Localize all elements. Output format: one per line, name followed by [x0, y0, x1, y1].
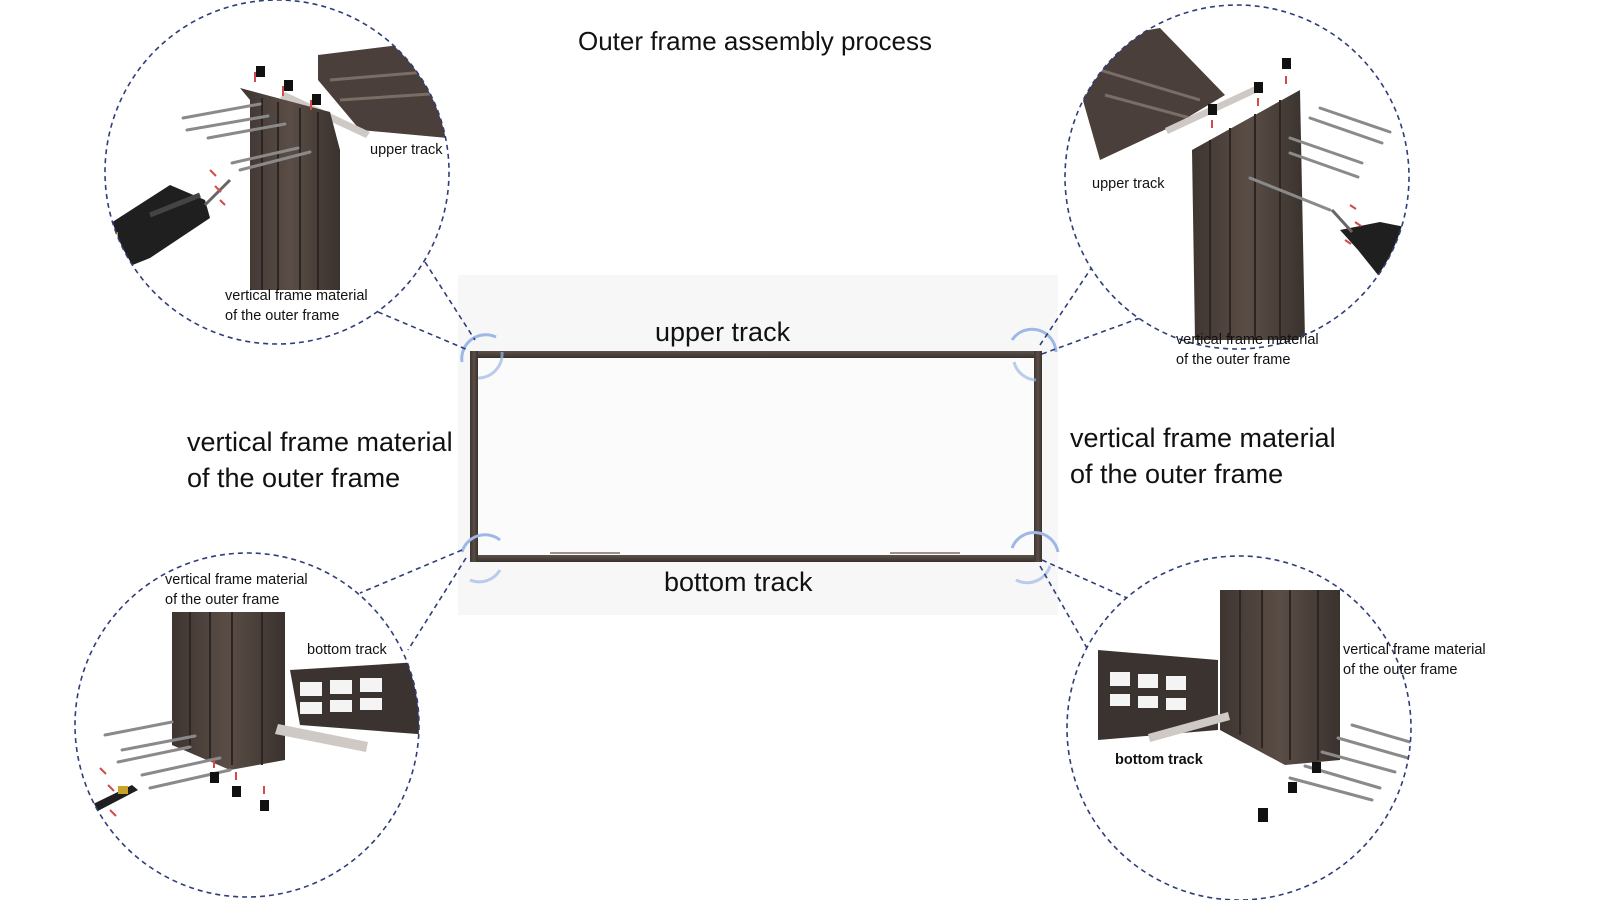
right-vertical-frame — [1034, 351, 1042, 562]
bl-bottom-track-label: bottom track — [307, 642, 387, 658]
tl-upper-track-label: upper track — [370, 142, 443, 158]
center-right-frame-label-line1: vertical frame material — [1070, 423, 1336, 453]
upper-track-bar — [470, 351, 1042, 358]
detail-top-right — [1064, 4, 1410, 350]
vertical-frame-profile — [1220, 590, 1340, 765]
tr-frame-label-line2: of the outer frame — [1176, 352, 1291, 368]
corner-marker-bottom-right — [1010, 531, 1060, 553]
screw-icon — [1248, 106, 1392, 212]
bottom-track-bar — [470, 555, 1042, 562]
center-left-frame-label-line2: of the outer frame — [187, 463, 401, 493]
center-upper-track-label: upper track — [655, 317, 791, 347]
detail-top-left — [104, 0, 450, 345]
center-bottom-track-label: bottom track — [664, 567, 813, 597]
red-arrows — [1211, 76, 1362, 245]
strip-seal-icon — [1148, 712, 1230, 742]
br-bottom-track-label: bottom track — [1115, 752, 1203, 768]
strip-seal-icon — [275, 724, 368, 752]
corner-markers — [460, 327, 1060, 585]
br-frame-label-line2: of the outer frame — [1343, 662, 1458, 678]
screw-icon — [103, 720, 232, 790]
br-frame-label: vertical frame material of the outer fra… — [1343, 640, 1486, 680]
bl-frame-label-line2: of the outer frame — [165, 592, 280, 608]
corner-cap-icon — [210, 772, 219, 783]
tl-frame-label-line2: of the outer frame — [225, 308, 340, 324]
detail-bottom-left — [74, 552, 420, 898]
corner-cap-icon — [1312, 762, 1321, 773]
br-frame-label-line1: vertical frame material — [1343, 642, 1486, 658]
diagram-title: Outer frame assembly process — [578, 26, 933, 56]
detail-bottom-right — [1066, 555, 1428, 900]
vertical-frame-profile — [172, 612, 285, 770]
bl-frame-label-line1: vertical frame material — [165, 572, 308, 588]
vertical-frame-profile — [240, 88, 340, 290]
corner-marker-top-left — [460, 333, 497, 363]
left-vertical-frame — [470, 351, 478, 562]
tr-upper-track-label: upper track — [1092, 176, 1165, 192]
corner-cap-icon — [1282, 58, 1291, 69]
tr-frame-label-line1: vertical frame material — [1176, 332, 1319, 348]
tl-frame-label: vertical frame material of the outer fra… — [225, 286, 368, 326]
tl-frame-label-line1: vertical frame material — [225, 288, 368, 304]
red-arrows — [1415, 780, 1428, 801]
bl-frame-label: vertical frame material of the outer fra… — [165, 570, 308, 610]
center-right-frame-label: vertical frame material of the outer fra… — [1070, 420, 1336, 492]
center-left-frame-label-line1: vertical frame material — [187, 427, 453, 457]
red-arrows — [99, 760, 265, 817]
tr-frame-label: vertical frame material of the outer fra… — [1176, 330, 1319, 370]
leader-lines — [359, 254, 1146, 663]
red-arrows — [209, 72, 312, 206]
track-chambers — [1110, 672, 1186, 710]
drill-icon — [85, 785, 138, 814]
corner-cap-icon — [256, 66, 265, 77]
center-left-frame-label: vertical frame material of the outer fra… — [187, 424, 453, 496]
drill-icon — [1396, 798, 1411, 816]
screw-icon — [181, 102, 312, 172]
vertical-frame-profile — [1192, 90, 1305, 340]
outer-frame — [470, 351, 1042, 562]
corner-marker-top-right — [1010, 327, 1058, 353]
corner-marker-bottom-left — [460, 533, 501, 553]
center-right-frame-label-line2: of the outer frame — [1070, 459, 1284, 489]
track-chambers — [300, 678, 382, 714]
upper-track-profile — [1080, 28, 1225, 160]
